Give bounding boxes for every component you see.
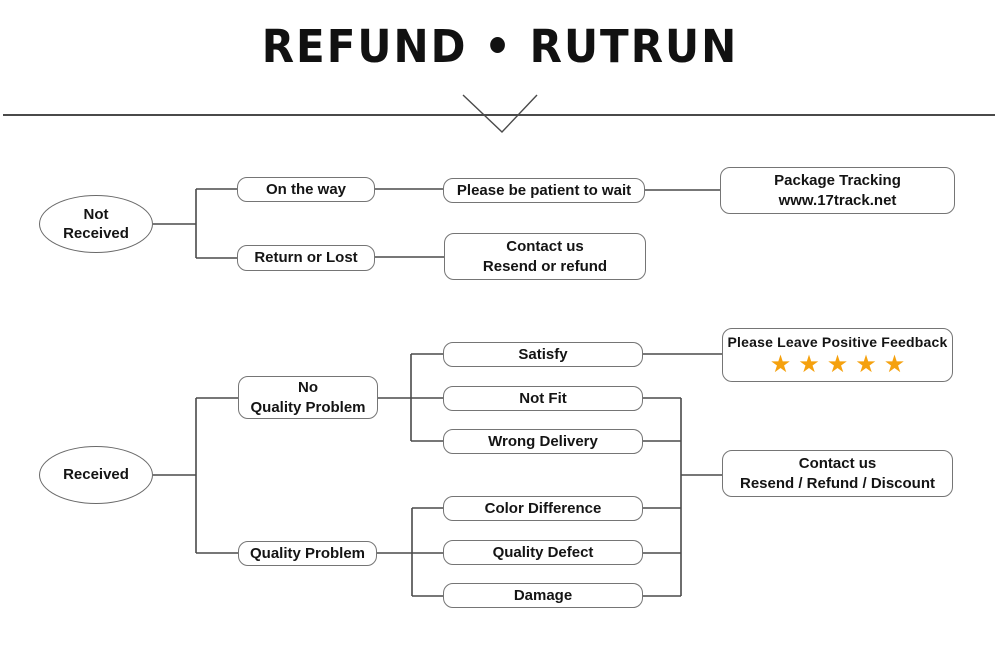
node-label: Damage <box>513 586 573 604</box>
node-label: Color Difference <box>484 499 602 517</box>
node-label: Quality Problem <box>249 544 366 562</box>
node-label: On the way <box>265 180 347 198</box>
node-label: Quality Defect <box>492 543 594 561</box>
node-satisfy: Satisfy <box>443 342 643 367</box>
node-package-tracking: Package Tracking www.17track.net <box>720 167 955 214</box>
node-received: Received <box>39 446 153 504</box>
node-label: Wrong Delivery <box>488 432 598 450</box>
node-not-received: Not Received <box>39 195 153 253</box>
page-title: REFUND • RUTRUN <box>261 20 739 73</box>
node-label: Resend / Refund / Discount <box>739 474 935 492</box>
node-label: Satisfy <box>518 345 568 363</box>
node-label: Quality Problem <box>250 398 366 416</box>
node-color-difference: Color Difference <box>443 496 643 521</box>
node-quality-defect: Quality Defect <box>443 540 643 565</box>
node-label: Package Tracking <box>774 172 901 189</box>
node-label: Resend or refund <box>482 257 608 275</box>
node-label: Not Fit <box>519 389 567 407</box>
node-positive-feedback: Please Leave Positive Feedback ★★★★★ <box>722 328 953 382</box>
node-on-the-way: On the way <box>237 177 375 202</box>
tracking-url: www.17track.net <box>778 191 897 209</box>
node-label: Please be patient to wait <box>456 181 632 199</box>
node-quality-problem: Quality Problem <box>238 541 377 566</box>
node-label: Contact us <box>798 455 877 472</box>
node-not-fit: Not Fit <box>443 386 643 411</box>
node-label: Received <box>63 466 129 484</box>
node-contact-discount: Contact us Resend / Refund / Discount <box>722 450 953 497</box>
node-contact-resend-refund: Contact us Resend or refund <box>444 233 646 280</box>
node-label: Return or Lost <box>254 249 358 267</box>
node-please-be-patient: Please be patient to wait <box>443 178 645 203</box>
node-label: Please Leave Positive Feedback <box>727 334 948 351</box>
node-no-quality-problem: No Quality Problem <box>238 376 378 419</box>
five-star-rating-icon: ★★★★★ <box>769 350 913 378</box>
chevron-down-icon <box>462 94 538 133</box>
node-wrong-delivery: Wrong Delivery <box>443 429 643 454</box>
node-damage: Damage <box>443 583 643 608</box>
node-label: Contact us <box>506 238 584 255</box>
node-label: Received <box>63 225 129 242</box>
node-label: Not <box>83 205 109 223</box>
node-label: No <box>298 379 318 396</box>
node-return-or-lost: Return or Lost <box>237 245 375 271</box>
